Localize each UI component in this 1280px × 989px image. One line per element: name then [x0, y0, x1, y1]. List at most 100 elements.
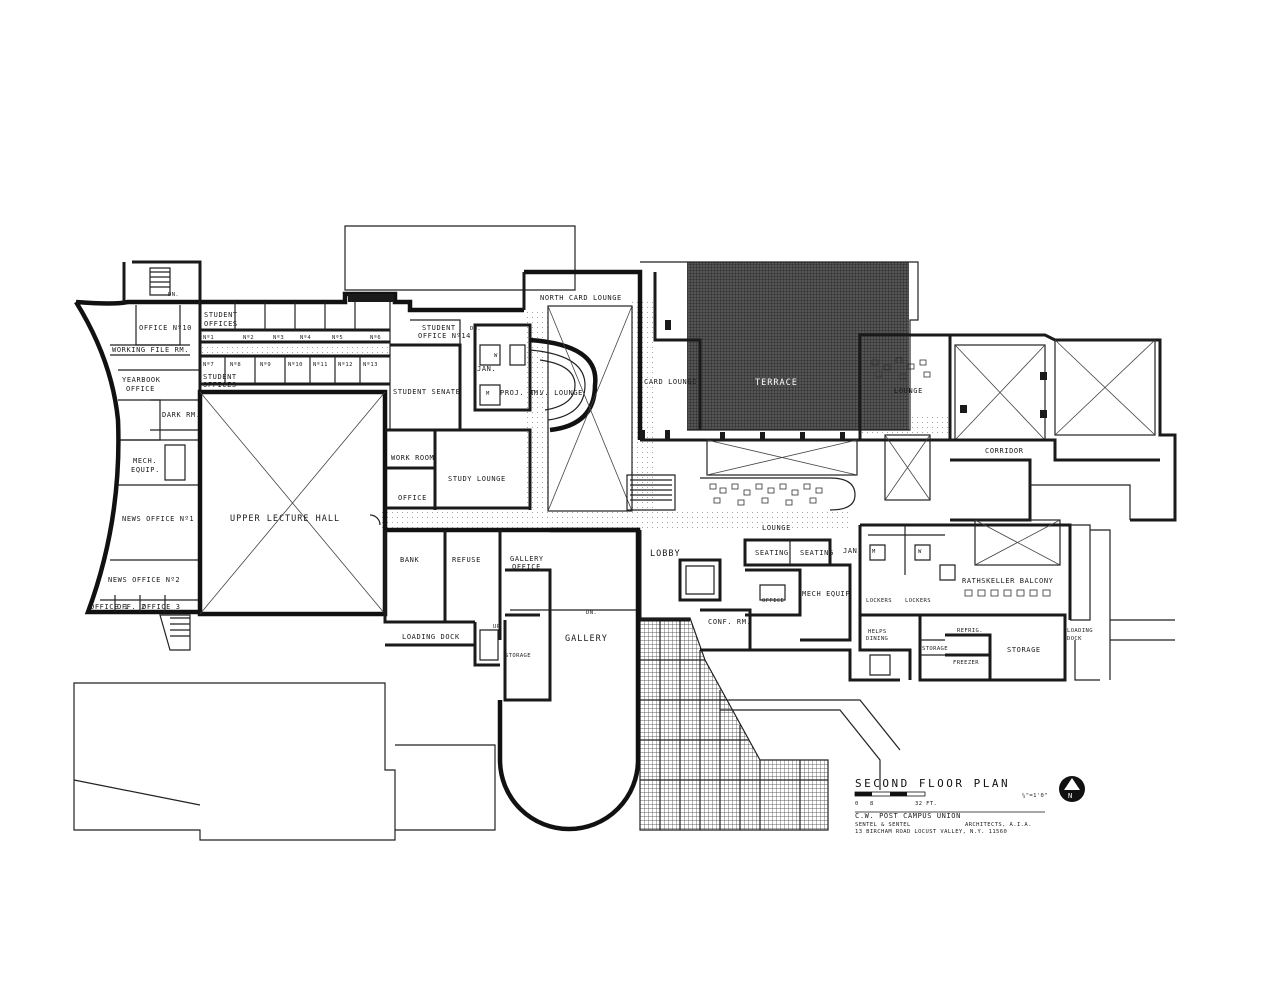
- rathskeller-block: [858, 519, 1175, 682]
- label-m: M: [486, 391, 490, 397]
- office-number: Nº4: [300, 334, 311, 341]
- label-office-10: OFFICE Nº10: [139, 324, 192, 332]
- architect-credential: ARCHITECTS, A.I.A.: [965, 822, 1032, 828]
- office-number: Nº13: [363, 361, 378, 368]
- office-number: Nº3: [273, 334, 284, 341]
- central-lounge: [626, 430, 860, 511]
- scale-tick: 32 FT.: [915, 801, 937, 807]
- label-office-2: OFF. 2: [117, 603, 146, 611]
- label-m: M: [872, 549, 876, 555]
- balcony-seating: [964, 589, 1051, 597]
- left-wing: [74, 260, 202, 651]
- label-work-room: WORK ROOM: [391, 454, 434, 462]
- label-seating-1: SEATING: [755, 549, 789, 557]
- office-number: Nº6: [370, 334, 381, 341]
- tv-lounge-block: [473, 323, 598, 433]
- label-upper-lecture-hall: UPPER LECTURE HALL: [230, 514, 340, 524]
- label-yearbook-office: OFFICE: [126, 385, 155, 393]
- label-gallery-office: GALLERY: [510, 555, 544, 563]
- label-news-office-2: NEWS OFFICE Nº2: [108, 576, 180, 584]
- north-arrow-label: N: [1068, 792, 1072, 800]
- office-number: Nº11: [313, 361, 328, 368]
- label-equip-left: EQUIP.: [131, 466, 160, 474]
- label-corridor: CORRIDOR: [985, 447, 1024, 455]
- label-freezer: FREEZER: [953, 660, 979, 666]
- label-office-mid: OFFICE: [398, 494, 427, 502]
- office-number: Nº8: [230, 361, 241, 368]
- label-up: UP: [493, 624, 501, 630]
- label-storage-small: STORAGE: [922, 646, 948, 652]
- drawing-title: SECOND FLOOR PLAN: [855, 777, 1010, 790]
- label-proj-rm: PROJ. RM.: [500, 389, 543, 397]
- site-outline: [73, 225, 901, 841]
- label-loading-dock: LOADING DOCK: [402, 633, 460, 641]
- label-storage-left: STORAGE: [505, 653, 531, 659]
- label-gallery: GALLERY: [565, 634, 608, 644]
- scale-bar: [854, 791, 1045, 813]
- label-lounge-right: LOUNGE: [894, 387, 923, 395]
- label-seating-2: SEATING: [800, 549, 834, 557]
- office-number: Nº7: [203, 361, 214, 368]
- office-number: Nº2: [243, 334, 254, 341]
- label-storage-right: STORAGE: [1007, 646, 1041, 654]
- label-loading-dock-right: LOADING: [1067, 628, 1093, 634]
- label-terrace: TERRACE: [755, 378, 798, 388]
- terrace-hatch: [640, 261, 919, 431]
- right-lounge-block: [858, 333, 1177, 522]
- label-lockers-2: LOCKERS: [905, 598, 931, 604]
- label-rathskeller-balcony: RATHSKELLER BALCONY: [962, 577, 1054, 585]
- office-number: Nº10: [288, 361, 303, 368]
- office-number: Nº12: [338, 361, 353, 368]
- label-student-offices-mid-2: OFFICES: [203, 381, 237, 389]
- label-bank: BANK: [400, 556, 419, 564]
- label-jan: JAN.: [477, 365, 496, 373]
- gallery-block: [383, 527, 641, 832]
- label-dark-rm: DARK RM.: [162, 411, 201, 419]
- room-labels: OFFICE Nº10 WORKING FILE RM. YEARBOOK OF…: [90, 292, 1093, 666]
- label-lobby: LOBBY: [650, 549, 681, 559]
- north-card-lounge: [522, 269, 702, 512]
- office-number: Nº1: [203, 334, 214, 341]
- title-block: SECOND FLOOR PLAN ¼"=1'0" 0 8 32 FT. C.W…: [855, 777, 1048, 835]
- label-student-senate: STUDENT SENATE: [393, 388, 460, 396]
- architect-name: SENTEL & SENTEL: [855, 822, 911, 828]
- label-conf-rm: CONF. RM.: [708, 618, 751, 626]
- exterior-grid-hatch: [639, 617, 829, 831]
- project-name: C.W. POST CAMPUS UNION: [855, 812, 961, 820]
- label-student-offices-mid: STUDENT: [203, 373, 237, 381]
- label-w: W: [918, 549, 922, 555]
- label-helps-dining: HELPS: [868, 629, 887, 635]
- label-office-lobby: OFFICE: [762, 598, 784, 604]
- scale-note: ¼"=1'0": [1022, 793, 1048, 799]
- label-dn: DN.: [470, 326, 481, 332]
- label-dn: DN.: [586, 610, 597, 616]
- scale-tick: 8: [870, 801, 874, 807]
- label-lounge-center: LOUNGE: [762, 524, 791, 532]
- label-tv-lounge: T.V. LOUNGE: [530, 389, 583, 397]
- north-arrow-icon: N: [1059, 776, 1085, 802]
- label-jan-right: JAN.: [843, 547, 862, 555]
- label-w: W: [494, 353, 498, 359]
- study-lounge-block: [369, 428, 532, 526]
- label-mech-left: MECH.: [133, 457, 157, 465]
- label-north-card-lounge: NORTH CARD LOUNGE: [540, 294, 622, 302]
- office-number: Nº9: [260, 361, 271, 368]
- label-lockers-1: LOCKERS: [866, 598, 892, 604]
- label-student-office-14-num: OFFICE Nº14: [418, 332, 471, 340]
- lounge-right-seating: [871, 357, 931, 380]
- label-study-lounge: STUDY LOUNGE: [448, 475, 506, 483]
- scale-tick: 0: [855, 801, 859, 807]
- lounge-seating-group: [709, 483, 823, 506]
- label-dn: DN.: [168, 292, 179, 298]
- label-yearbook: YEARBOOK: [122, 376, 161, 384]
- label-office-3: OFFICE 3: [142, 603, 181, 611]
- label-mech-equip-right: MECH EQUIP: [802, 590, 850, 598]
- label-working-file: WORKING FILE RM.: [112, 346, 189, 354]
- student-offices-block: [200, 291, 524, 432]
- label-card-lounge: CARD LOUNGE: [644, 378, 697, 386]
- architect-address: 13 BIRCHAM ROAD LOCUST VALLEY, N.Y. 1156…: [855, 829, 1007, 835]
- label-helps-dining-2: DINING: [866, 636, 888, 642]
- label-loading-dock-right-2: DOCK: [1067, 636, 1082, 642]
- label-refuse: REFUSE: [452, 556, 481, 564]
